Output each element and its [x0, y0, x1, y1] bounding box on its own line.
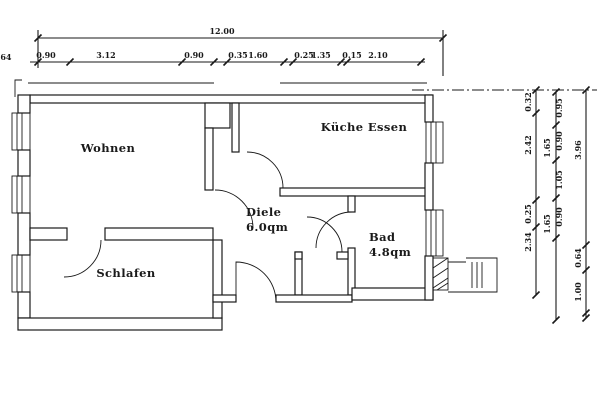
door-arc-entrance: [235, 261, 277, 303]
wall-kueche-bottom: [279, 187, 428, 197]
wall-exterior-right: [424, 255, 434, 301]
room-labels: Wohnen Küche Essen Diele 6.0qm Bad 4.8qm…: [80, 120, 411, 280]
dim-label: 2.42: [523, 135, 533, 154]
dimension-top-chain: 0.64 0.90 3.12 0.90 0.35 1.60 0.25 1.35 …: [0, 50, 426, 67]
room-label-bad: Bad: [369, 230, 395, 244]
wall-corridor-bottom: [275, 294, 353, 303]
window-schlafen: [11, 254, 31, 293]
walls: [17, 94, 434, 331]
porch-outline: [448, 257, 498, 293]
dimension-right-chain-middle: 0.95 0.90 1.65 1.05 0.90 1.65: [542, 87, 564, 325]
dimension-right-chain-outer: 3.96 0.64 1.00: [573, 85, 591, 323]
room-label-wohnen: Wohnen: [80, 141, 136, 155]
projection-lines: [14, 79, 597, 97]
window-kueche: [425, 121, 444, 164]
room-label-schlafen: Schlafen: [96, 266, 156, 280]
dim-label: 0.95: [554, 98, 564, 117]
dim-label: 0.15: [342, 50, 361, 60]
dim-label: 1.00: [573, 282, 583, 302]
wall-kueche-left: [231, 102, 240, 153]
dim-label-left-offset: 0.64: [0, 52, 12, 62]
wall-bad-bottom: [351, 287, 434, 301]
wall-wohnen-diele: [204, 127, 214, 191]
dim-label: 0.25: [523, 204, 533, 223]
wall-exterior-left: [17, 291, 31, 319]
dim-label: 1.05: [554, 170, 564, 189]
hatched-pier: [432, 257, 449, 291]
wall-corridor-bottom: [212, 294, 237, 303]
dim-label: 1.35: [311, 50, 330, 60]
door-arc-wc: [306, 216, 343, 253]
dimension-right-chain-inner: 0.32 2.42 0.25 2.34: [523, 85, 541, 300]
dim-label-overall: 12.00: [209, 26, 234, 36]
wall-exterior-right: [424, 94, 434, 123]
dim-label: 0.90: [554, 131, 564, 151]
window-bad: [425, 209, 444, 257]
dim-label: 0.25: [294, 50, 313, 60]
room-label-diele: Diele: [246, 205, 281, 219]
dim-label: 1.65: [542, 214, 552, 233]
room-label-kueche: Küche Essen: [321, 120, 408, 134]
dim-label: 0.32: [523, 92, 533, 111]
dim-label: 0.90: [554, 207, 564, 227]
door-arc-schlafen: [63, 239, 102, 278]
dim-label: 1.60: [248, 50, 268, 60]
wall-exterior-bottom: [17, 317, 223, 331]
wall-bad-left: [347, 195, 356, 213]
room-area-diele: 6.0qm: [246, 220, 288, 234]
porch: [432, 257, 498, 293]
wall-wc-top: [336, 251, 349, 260]
wall-exterior-left: [17, 212, 31, 256]
door-arc-wohnen: [214, 189, 254, 229]
chimney-block: [204, 102, 231, 129]
wall-exterior-left: [17, 94, 31, 114]
window-wohnen-2: [11, 175, 31, 214]
dim-label: 2.34: [523, 232, 533, 252]
wall-exterior-top: [29, 94, 433, 104]
dim-label: 3.96: [573, 140, 583, 160]
dim-label: 0.64: [573, 248, 583, 268]
dim-label: 2.10: [368, 50, 388, 60]
dim-label: 3.12: [96, 50, 115, 60]
dim-label: 0.90: [36, 50, 56, 60]
wall-exterior-left: [17, 149, 31, 177]
window-wohnen-1: [11, 112, 31, 151]
wall-exterior-right: [424, 162, 434, 211]
door-arc-kueche: [246, 151, 284, 189]
room-area-bad: 4.8qm: [369, 245, 411, 259]
dim-label: 0.90: [184, 50, 204, 60]
wall-wohnen-schlafen: [104, 227, 214, 241]
dim-label: 1.65: [542, 138, 552, 157]
wall-wohnen-schlafen: [29, 227, 68, 241]
wall-wc-top: [294, 251, 303, 260]
windows: [11, 112, 444, 293]
dimension-overall: 12.00: [33, 26, 448, 76]
wall-schlafen-right: [212, 239, 223, 319]
dim-label: 0.35: [228, 50, 247, 60]
doors: [63, 151, 353, 303]
